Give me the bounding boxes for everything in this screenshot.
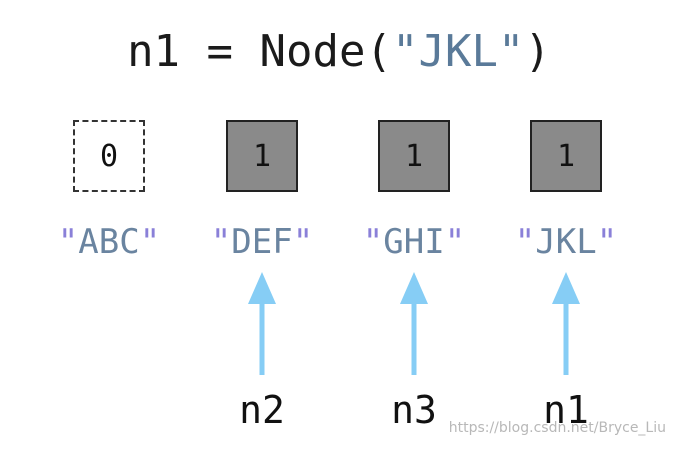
close-quote: " <box>292 222 314 262</box>
arrow-n3-to-ghi <box>400 272 428 375</box>
watermark: https://blog.csdn.net/Bryce_Liu <box>448 420 666 436</box>
string-text: JKL <box>535 222 597 262</box>
variable-n2: n2 <box>239 388 285 432</box>
arrow-n2-to-def <box>248 272 276 375</box>
close-quote: " <box>444 222 466 262</box>
open-quote: " <box>362 222 384 262</box>
close-quote: " <box>596 222 618 262</box>
code-suffix: ) <box>524 26 551 77</box>
refcount-box-abc: 0 <box>73 120 145 192</box>
string-text: ABC <box>78 222 140 262</box>
refcount-box-def: 1 <box>226 120 298 192</box>
variable-n3: n3 <box>391 388 437 432</box>
string-text: GHI <box>383 222 445 262</box>
code-statement: n1 = Node("JKL") <box>0 22 678 82</box>
arrow-n1-to-jkl <box>552 272 580 375</box>
refcount-box-ghi: 1 <box>378 120 450 192</box>
refcount-box-jkl: 1 <box>530 120 602 192</box>
string-label-abc: "ABC" <box>29 218 189 266</box>
variable-n1: n1 <box>543 388 589 432</box>
string-label-ghi: "GHI" <box>334 218 494 266</box>
close-quote: " <box>139 222 161 262</box>
string-label-def: "DEF" <box>182 218 342 266</box>
open-quote: " <box>514 222 536 262</box>
open-quote: " <box>210 222 232 262</box>
open-quote: " <box>57 222 79 262</box>
code-prefix: n1 = Node( <box>127 26 392 77</box>
string-label-jkl: "JKL" <box>486 218 646 266</box>
string-text: DEF <box>231 222 293 262</box>
code-string-literal: "JKL" <box>391 26 525 77</box>
